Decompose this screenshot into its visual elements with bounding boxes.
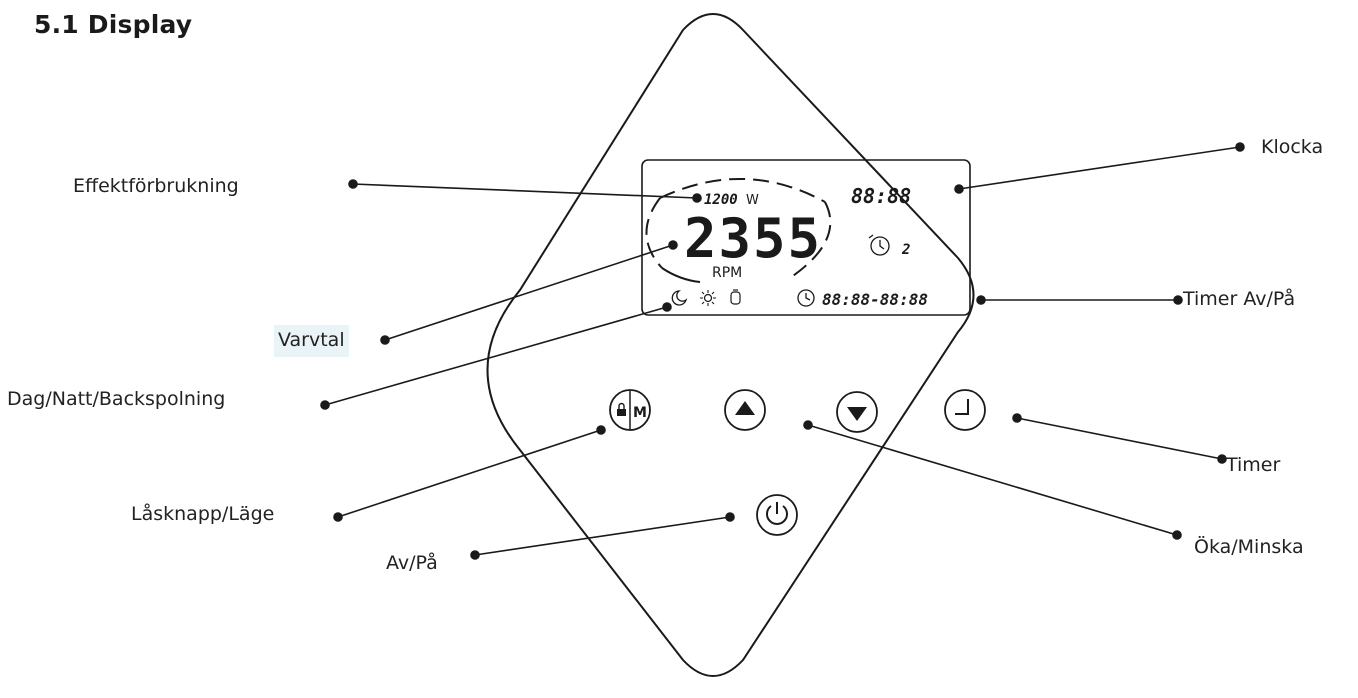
speed-gauge-ring <box>645 178 832 283</box>
power-unit: W <box>746 193 759 208</box>
label-on-off: Av/På <box>386 552 438 574</box>
leader-lock-mode <box>337 429 602 518</box>
label-timer-on-off: Timer Av/På <box>1183 288 1296 310</box>
timer-index: 2 <box>901 242 910 258</box>
leader-increase-decrease <box>807 424 1178 536</box>
label-timer: Timer <box>1226 454 1281 476</box>
label-power-consumption: Effektförbrukning <box>73 175 239 197</box>
timer-icon <box>955 399 969 415</box>
leader-on-off <box>474 516 731 556</box>
label-lock-mode: Låsknapp/Läge <box>131 503 275 525</box>
leader-speed <box>384 244 674 341</box>
power-button[interactable] <box>756 494 798 536</box>
leader-clock <box>958 146 1241 190</box>
mode-letter: M <box>633 405 647 421</box>
stopwatch-icon <box>868 234 890 256</box>
label-day-night-backwash: Dag/Natt/Backspolning <box>7 388 226 410</box>
clock-icon <box>797 289 815 307</box>
label-increase-decrease: Öka/Minska <box>1194 536 1304 558</box>
increase-button[interactable] <box>724 389 766 431</box>
clock-value: 88:88 <box>851 184 911 208</box>
label-speed: Varvtal <box>274 325 349 357</box>
timer-button[interactable] <box>944 389 986 431</box>
rpm-unit: RPM <box>712 265 742 281</box>
up-arrow-icon <box>735 401 755 415</box>
backwash-icon <box>730 289 741 305</box>
sun-icon <box>700 290 716 306</box>
leader-timer <box>1016 417 1223 460</box>
page-title: 5.1 Display <box>34 10 193 39</box>
down-arrow-icon <box>847 407 867 421</box>
timer-range: 88:88-88:88 <box>822 290 928 309</box>
panel-outline <box>486 13 975 677</box>
lock-icon <box>617 402 626 416</box>
lock-mode-button[interactable]: M <box>609 389 651 431</box>
leader-lines <box>320 142 1245 560</box>
leader-day-night <box>324 306 668 406</box>
leader-power <box>352 183 698 199</box>
power-icon <box>766 502 788 525</box>
lcd-frame <box>641 159 971 316</box>
label-clock: Klocka <box>1261 136 1324 158</box>
rpm-value: 2355 <box>684 207 822 270</box>
decrease-button[interactable] <box>836 391 878 433</box>
moon-icon <box>671 290 688 306</box>
power-value: 1200 <box>704 192 738 208</box>
